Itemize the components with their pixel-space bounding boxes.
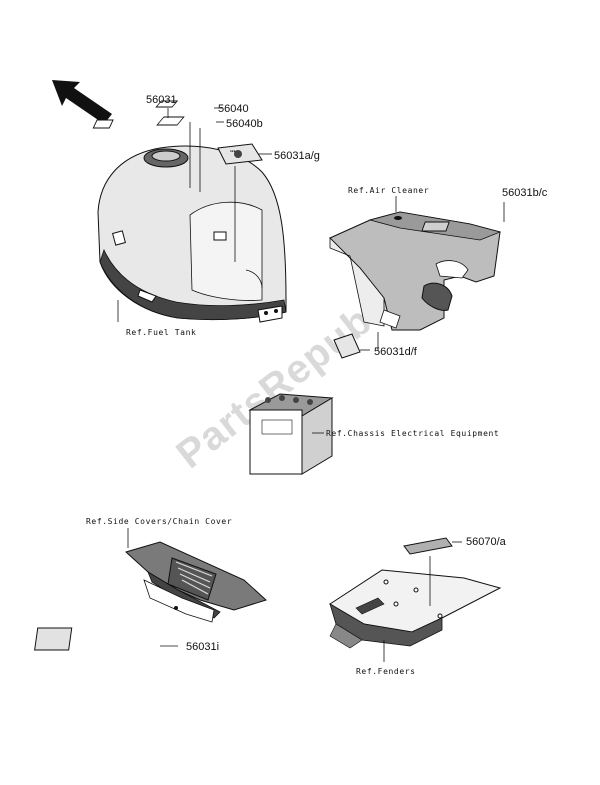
part-number-56031i: 56031i <box>186 641 219 653</box>
ref-air-cleaner: Ref.Air Cleaner <box>348 186 429 195</box>
part-number-56040b: 56040b <box>226 118 263 130</box>
part-number-56070a: 56070/a <box>466 536 507 548</box>
svg-text:▪▪▪: ▪▪▪ <box>230 149 236 153</box>
part-number-56031: 56031 <box>146 94 177 106</box>
label-56031df <box>333 333 361 359</box>
chain-cover-drawing <box>125 541 267 623</box>
label-56031 <box>92 119 114 129</box>
label-56040 <box>155 100 179 108</box>
ref-side-covers: Ref.Side Covers/Chain Cover <box>86 517 232 526</box>
fuel-tank-drawing <box>97 145 287 323</box>
fender-drawing <box>329 569 502 649</box>
ref-fuel-tank: Ref.Fuel Tank <box>126 328 196 337</box>
label-56031bc <box>421 221 450 232</box>
part-number-56031ag: 56031a/g <box>274 150 320 162</box>
label-56040b <box>156 116 185 126</box>
battery-drawing <box>248 393 334 475</box>
part-number-56040: 56040 <box>218 103 249 115</box>
part-number-56031bc: 56031b/c <box>502 187 548 199</box>
part-number-56031df: 56031d/f <box>374 346 418 358</box>
label-56031ag: ▪▪▪ <box>217 143 263 165</box>
label-56070a <box>403 537 453 555</box>
label-56031i <box>34 627 73 651</box>
ref-chassis-electrical: Ref.Chassis Electrical Equipment <box>326 429 499 438</box>
ref-fenders: Ref.Fenders <box>356 667 416 676</box>
front-direction-arrow <box>52 80 112 124</box>
